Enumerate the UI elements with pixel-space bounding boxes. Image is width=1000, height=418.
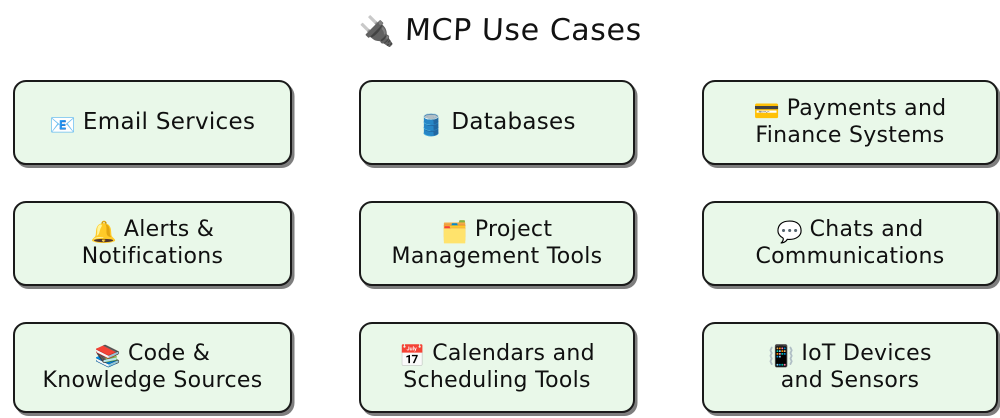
card-label: Code & Knowledge Sources bbox=[42, 340, 263, 393]
card-label: Project Management Tools bbox=[391, 216, 603, 269]
page-title-text: MCP Use Cases bbox=[403, 12, 643, 48]
speech-balloon-icon: 💬 bbox=[776, 219, 803, 244]
grid-cell: 💬Chats and Communications bbox=[702, 201, 998, 286]
calendar-icon: 📅 bbox=[399, 343, 426, 368]
card-content: 💳Payments and Finance Systems bbox=[754, 96, 947, 150]
card-label: Payments and Finance Systems bbox=[755, 95, 947, 148]
grid-cell: 🔔Alerts & Notifications bbox=[13, 201, 292, 286]
use-case-card-code-and-knowledge-sources[interactable]: 📚Code & Knowledge Sources bbox=[13, 322, 292, 413]
use-case-card-calendars-and-scheduling-tools[interactable]: 📅Calendars and Scheduling Tools bbox=[359, 322, 635, 413]
bell-icon: 🔔 bbox=[90, 219, 117, 244]
database-barrel-icon: 🛢️ bbox=[418, 113, 445, 138]
grid-cell: 📅Calendars and Scheduling Tools bbox=[359, 322, 635, 413]
card-content: 📳IoT Devices and Sensors bbox=[768, 341, 932, 395]
card-label: Email Services bbox=[82, 109, 256, 136]
grid-cell: 🛢️Databases bbox=[359, 80, 635, 165]
use-case-card-chats-and-communications[interactable]: 💬Chats and Communications bbox=[702, 201, 998, 286]
use-case-card-project-management-tools[interactable]: 🗂️Project Management Tools bbox=[359, 201, 635, 286]
use-case-card-iot-devices-and-sensors[interactable]: 📳IoT Devices and Sensors bbox=[702, 322, 998, 413]
grid-cell: 🗂️Project Management Tools bbox=[359, 201, 635, 286]
card-content: 💬Chats and Communications bbox=[755, 217, 944, 271]
card-label: IoT Devices and Sensors bbox=[780, 340, 932, 393]
card-label: Calendars and Scheduling Tools bbox=[403, 340, 595, 393]
email-envelope-icon: 📧 bbox=[49, 113, 76, 138]
card-content: 📧Email Services bbox=[50, 108, 255, 136]
use-case-grid: 📧Email Services 🛢️Databases 💳Payments an… bbox=[13, 80, 998, 413]
card-content: 📚Code & Knowledge Sources bbox=[42, 341, 262, 395]
page-title: 🔌 MCP Use Cases bbox=[0, 4, 1000, 56]
card-label: Databases bbox=[451, 109, 576, 136]
grid-cell: 📧Email Services bbox=[13, 80, 292, 165]
electric-plug-icon: 🔌 bbox=[358, 13, 395, 48]
grid-cell: 📳IoT Devices and Sensors bbox=[702, 322, 998, 413]
grid-cell: 💳Payments and Finance Systems bbox=[702, 80, 998, 165]
books-icon: 📚 bbox=[94, 343, 121, 368]
use-case-card-payments-and-finance-systems[interactable]: 💳Payments and Finance Systems bbox=[702, 80, 998, 165]
card-content: 🛢️Databases bbox=[418, 108, 576, 136]
card-content: 📅Calendars and Scheduling Tools bbox=[399, 341, 595, 395]
card-content: 🗂️Project Management Tools bbox=[392, 217, 603, 271]
card-content: 🔔Alerts & Notifications bbox=[82, 217, 224, 271]
use-case-card-alerts-and-notifications[interactable]: 🔔Alerts & Notifications bbox=[13, 201, 292, 286]
credit-card-icon: 💳 bbox=[753, 98, 780, 123]
grid-cell: 📚Code & Knowledge Sources bbox=[13, 322, 292, 413]
use-case-card-email-services[interactable]: 📧Email Services bbox=[13, 80, 292, 165]
vibration-mode-icon: 📳 bbox=[768, 343, 795, 368]
use-case-card-databases[interactable]: 🛢️Databases bbox=[359, 80, 635, 165]
card-index-dividers-icon: 🗂️ bbox=[441, 219, 468, 244]
